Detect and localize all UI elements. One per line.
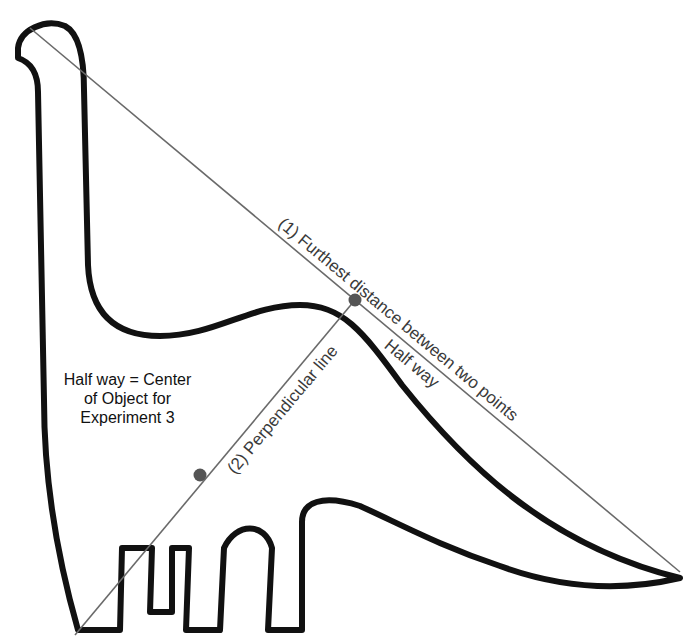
perpendicular-line: [75, 300, 355, 635]
center-dot: [194, 469, 207, 482]
furthest-distance-line: [30, 28, 680, 572]
dinosaur-outline: [18, 23, 680, 630]
line-label: (1) Furthest distance between two points: [274, 214, 521, 425]
center-note: Half way = Center of Object for Experime…: [55, 370, 200, 428]
line-label: (2) Perpendicular line: [224, 342, 343, 479]
